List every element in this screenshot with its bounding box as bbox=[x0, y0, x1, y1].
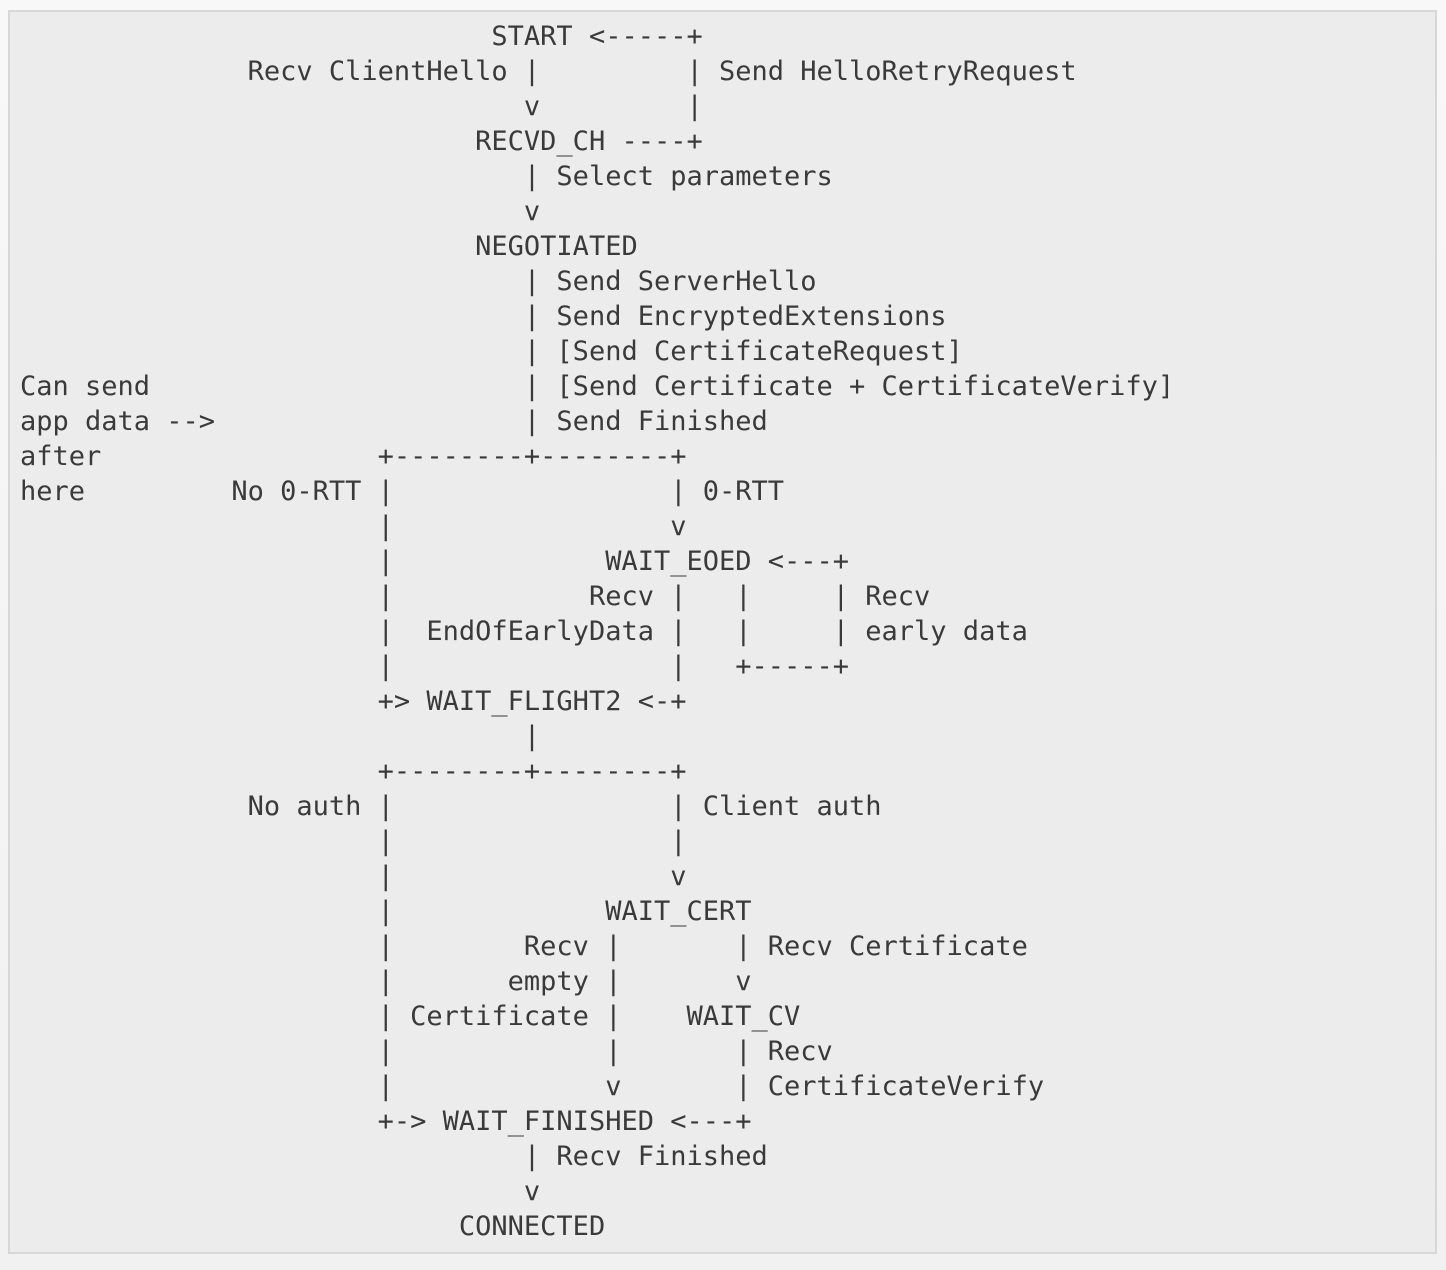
diagram-line: RECVD_CH ----+ bbox=[20, 126, 703, 157]
diagram-line: v | bbox=[20, 91, 703, 122]
diagram-line: here No 0-RTT | | 0-RTT bbox=[20, 476, 785, 507]
diagram-line: NEGOTIATED bbox=[20, 231, 638, 262]
diagram-line: | Recv Finished bbox=[20, 1141, 768, 1172]
diagram-line: | Recv | | Recv Certificate bbox=[20, 931, 1028, 962]
diagram-line: | v bbox=[20, 511, 687, 542]
diagram-line: | v | CertificateVerify bbox=[20, 1071, 1045, 1102]
diagram-line: app data --> | Send Finished bbox=[20, 406, 768, 437]
diagram-line: | | bbox=[20, 826, 687, 857]
diagram-line: | | +-----+ bbox=[20, 651, 850, 682]
diagram-line: | WAIT_EOED <---+ bbox=[20, 546, 850, 577]
diagram-line: v bbox=[20, 196, 541, 227]
tls13-server-state-machine-diagram: START <-----+ Recv ClientHello | | Send … bbox=[8, 10, 1437, 1254]
diagram-line: +> WAIT_FLIGHT2 <-+ bbox=[20, 686, 687, 717]
diagram-line: | Certificate | WAIT_CV bbox=[20, 1001, 801, 1032]
diagram-line: +--------+--------+ bbox=[20, 756, 687, 787]
diagram-line: | Select parameters bbox=[20, 161, 833, 192]
diagram-line: No auth | | Client auth bbox=[20, 791, 882, 822]
diagram-line: +-> WAIT_FINISHED <---+ bbox=[20, 1106, 752, 1137]
diagram-line: | Send EncryptedExtensions bbox=[20, 301, 947, 332]
diagram-line: Can send | [Send Certificate + Certifica… bbox=[20, 371, 1175, 402]
diagram-line: v bbox=[20, 1176, 541, 1207]
diagram-line: | Send ServerHello bbox=[20, 266, 817, 297]
diagram-line: START <-----+ bbox=[20, 21, 703, 52]
diagram-line: after +--------+--------+ bbox=[20, 441, 687, 472]
diagram-line: CONNECTED bbox=[20, 1211, 606, 1242]
diagram-line: | v bbox=[20, 861, 687, 892]
diagram-line: | Recv | | | Recv bbox=[20, 581, 931, 612]
diagram-line: | [Send CertificateRequest] bbox=[20, 336, 963, 367]
diagram-line: Recv ClientHello | | Send HelloRetryRequ… bbox=[20, 56, 1077, 87]
diagram-line: | EndOfEarlyData | | | early data bbox=[20, 616, 1028, 647]
diagram-line: | empty | v bbox=[20, 966, 752, 997]
diagram-line: | | | Recv bbox=[20, 1036, 833, 1067]
diagram-line: | bbox=[20, 721, 541, 752]
diagram-line: | WAIT_CERT bbox=[20, 896, 752, 927]
